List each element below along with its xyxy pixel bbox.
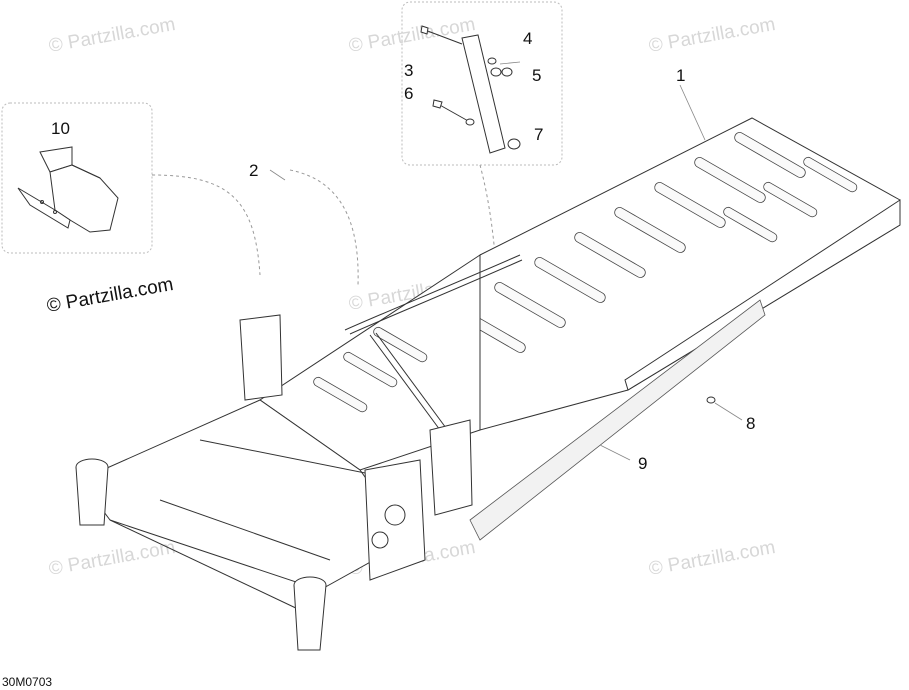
watermark-main: © Partzilla.com: [45, 274, 175, 317]
part-10-bracket: [17, 146, 119, 233]
callout-2: 2: [249, 161, 258, 180]
callout-8: 8: [746, 414, 755, 433]
watermark: © Partzilla.com: [647, 537, 777, 580]
callout-7: 7: [534, 125, 543, 144]
frame-assembly: [75, 117, 901, 651]
callout-4: 4: [523, 29, 532, 48]
detail-box-10: [1, 102, 153, 254]
watermark: © Partzilla.com: [647, 14, 777, 57]
callout-10: 10: [51, 119, 70, 138]
part-8: [706, 396, 716, 404]
watermark: © Partzilla.com: [47, 14, 177, 57]
watermark: © Partzilla.com: [47, 537, 177, 580]
drawing-code: 30M0703: [2, 675, 52, 689]
callout-5: 5: [532, 66, 541, 85]
hardware-detail: [420, 25, 521, 154]
leader-2: [289, 169, 359, 286]
detail-box-hardware: [401, 1, 563, 166]
watermark: © Partzilla.com: [347, 14, 477, 57]
callout-3: 3: [404, 61, 413, 80]
leader-10: [151, 174, 261, 276]
callout-9: 9: [638, 454, 647, 473]
callout-6: 6: [404, 84, 413, 103]
callout-1: 1: [676, 66, 685, 85]
